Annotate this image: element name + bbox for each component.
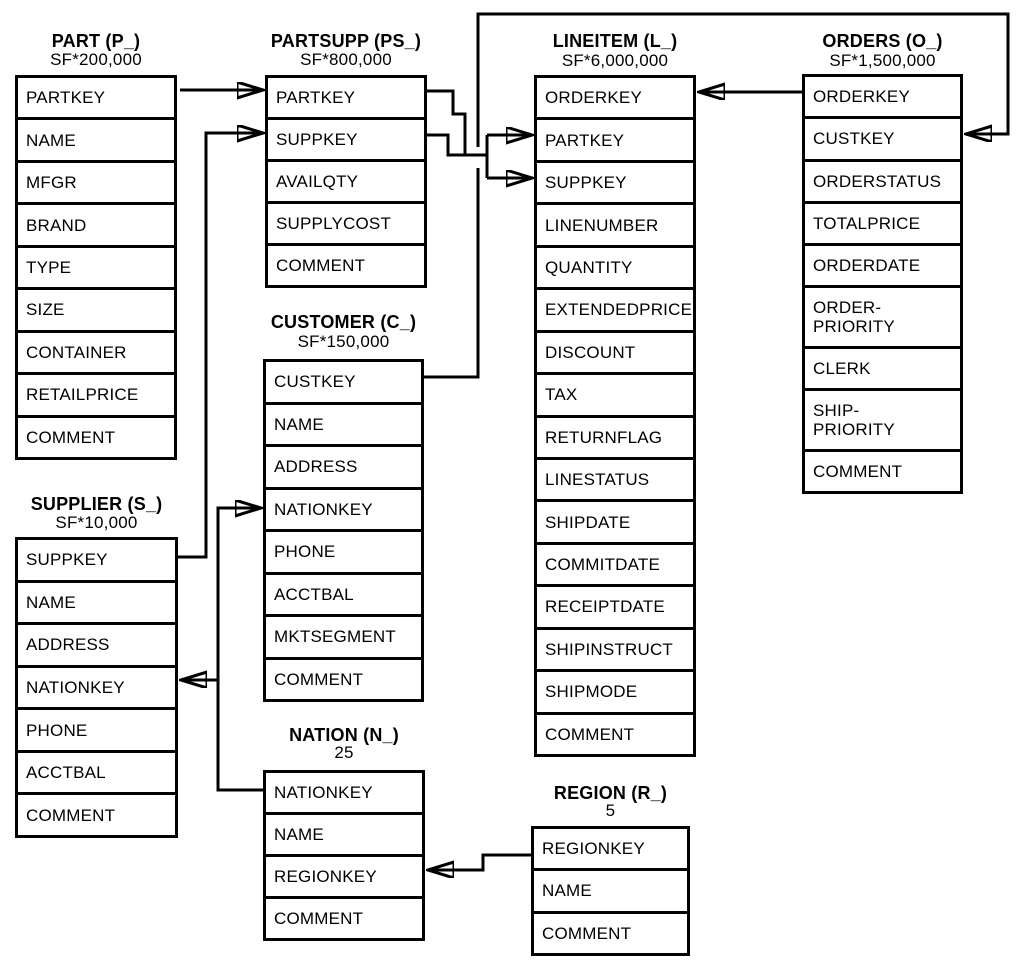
orders-column-orderkey: ORDERKEY [813,87,911,107]
nation-column-comment: COMMENT [266,896,422,938]
part-column-partkey: PARTKEY [26,88,106,108]
lineitem-column-tax: TAX [537,372,693,414]
supplier-column-nationkey: NATIONKEY [18,664,175,708]
supplier-column-name: NAME [18,579,175,623]
customer-column-comment: COMMENT [266,656,421,700]
part-column-comment: COMMENT [18,414,174,457]
lineitem-table-title: LINEITEM (L_) [552,31,678,51]
nation-column-nationkey: NATIONKEY [274,783,373,802]
nation-column-name: NAME [266,812,422,854]
region-column-name: NAME [534,868,687,910]
customer-column-name: NAME [266,401,421,445]
lineitem-column-returnflag: RETURNFLAG [537,414,693,457]
supplier-table-title: SUPPLIER (S_) [30,494,163,514]
part-column-mfgr: MFGR [18,159,174,202]
orders-table-title: ORDERS (O_) [822,31,943,51]
customer-table-title: CUSTOMER (C_) [270,312,417,332]
customer-cardinality: SF*150,000 [297,332,390,351]
supplier-column-suppkey: SUPPKEY [26,550,108,570]
rel-partsupp-lineitem-suppkey-leg [427,133,487,157]
orders-column-custkey: CUSTKEY [805,116,960,158]
lineitem-column-quantity: QUANTITY [537,244,693,287]
region-cardinality: 5 [605,801,616,820]
orders-cardinality: SF*1,500,000 [829,51,936,70]
partsupp-table-title: PARTSUPP (PS_) [270,31,422,51]
orders-column-comment: COMMENT [805,448,960,491]
partsupp-cardinality: SF*800,000 [300,50,392,69]
lineitem-column-discount: DISCOUNT [537,329,693,372]
partsupp-column-availqty: AVAILQTY [268,159,424,201]
partsupp-column-comment: COMMENT [268,243,424,285]
supplier-column-acctbal: ACCTBAL [18,749,175,793]
supplier-cardinality: SF*10,000 [55,513,138,532]
part-cardinality: SF*200,000 [50,50,142,69]
lineitem-column-suppkey: SUPPKEY [537,159,693,202]
supplier-column-phone: PHONE [18,707,175,750]
lineitem-column-orderkey: ORDERKEY [545,88,643,108]
partsupp-column-suppkey: SUPPKEY [268,117,424,159]
lineitem-column-linenumber: LINENUMBER [537,202,693,244]
supplier-column-comment: COMMENT [18,792,175,835]
lineitem-column-receiptdate: RECEIPTDATE [537,584,693,626]
customer-column-address: ADDRESS [266,444,421,487]
orders-column-ship-priority: SHIP- PRIORITY [805,388,960,449]
part-column-brand: BRAND [18,202,174,244]
part-column-retailprice: RETAILPRICE [18,372,174,414]
lineitem-column-partkey: PARTKEY [537,117,693,159]
nation-column-regionkey: REGIONKEY [266,854,422,896]
partsupp-column-supplycost: SUPPLYCOST [268,201,424,243]
orders-column-orderdate: ORDERDATE [805,243,960,285]
orders-column-totalprice: TOTALPRICE [805,200,960,243]
partsupp-column-partkey: PARTKEY [276,88,356,107]
customer-column-nationkey: NATIONKEY [266,486,421,530]
nation-cardinality: 25 [334,743,354,762]
region-table-title: REGION (R_) [553,783,668,803]
lineitem-column-shipinstruct: SHIPINSTRUCT [537,626,693,669]
customer-column-mktsegment: MKTSEGMENT [266,614,421,657]
rel-region-nation [428,853,531,870]
orders-column-clerk: CLERK [805,345,960,388]
customer-column-custkey: CUSTKEY [274,372,356,392]
part-column-type: TYPE [18,244,174,287]
part-table-title: PART (P_) [51,31,141,51]
customer-column-acctbal: ACCTBAL [266,571,421,615]
part-column-container: CONTAINER [18,329,174,372]
region-column-comment: COMMENT [534,910,687,953]
region-column-regionkey: REGIONKEY [542,839,645,859]
orders-column-orderstatus: ORDERSTATUS [805,158,960,201]
supplier-column-address: ADDRESS [18,622,175,665]
orders-column-order-priority: ORDER- PRIORITY [805,285,960,346]
lineitem-column-linestatus: LINESTATUS [537,456,693,499]
lineitem-column-comment: COMMENT [537,711,693,754]
lineitem-column-commitdate: COMMITDATE [537,541,693,584]
part-column-size: SIZE [18,287,174,329]
lineitem-column-shipdate: SHIPDATE [537,499,693,541]
rel-partsupp-lineitem-partkey-leg [427,89,467,155]
lineitem-column-shipmode: SHIPMODE [537,669,693,711]
lineitem-column-extendedprice: EXTENDEDPRICE [537,287,693,329]
lineitem-cardinality: SF*6,000,000 [561,51,669,70]
nation-table-title: NATION (N_) [289,725,399,745]
part-column-name: NAME [18,117,174,159]
customer-column-phone: PHONE [266,529,421,572]
